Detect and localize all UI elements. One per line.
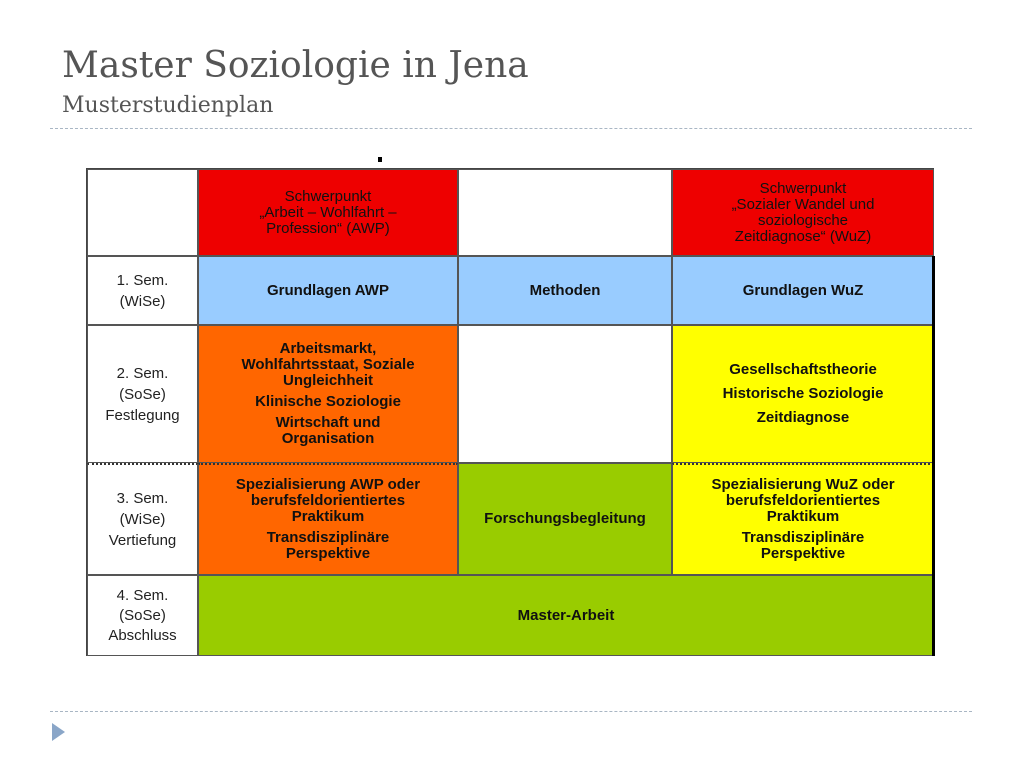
module-line: Wirtschaft und [275, 414, 381, 431]
module-line: Klinische Soziologie [255, 393, 401, 410]
corner-cell [87, 169, 198, 256]
module-line: Praktikum [291, 508, 365, 525]
semester-line: 3. Sem. [116, 490, 169, 507]
awp-specialization: Spezialisierung AWP oder berufsfeldorien… [198, 463, 458, 575]
wuz-modules: Gesellschaftstheorie Historische Soziolo… [672, 325, 934, 463]
module-line: Perspektive [285, 545, 371, 562]
header-wuz-line: „Sozialer Wandel und [731, 195, 875, 213]
header-wuz-line: Schwerpunkt [759, 179, 847, 197]
header-awp-line: „Arbeit – Wohlfahrt – [259, 203, 397, 221]
header-wuz-line: soziologische [757, 211, 849, 229]
semester-4: 4. Sem. (SoSe) Abschluss [87, 575, 198, 656]
slide-subtitle: Musterstudienplan [62, 93, 274, 118]
study-plan-table: Schwerpunkt „Arbeit – Wohlfahrt – Profes… [86, 168, 934, 656]
header-wuz-line: Zeitdiagnose“ (WuZ) [734, 227, 872, 245]
semester-line: (SoSe) [119, 385, 166, 403]
basics-wuz: Grundlagen WuZ [672, 256, 934, 325]
semester-line: Festlegung [105, 406, 180, 424]
top-divider [50, 128, 972, 129]
header-wuz: Schwerpunkt „Sozialer Wandel und soziolo… [672, 169, 934, 256]
semester-3: 3. Sem. (WiSe) Vertiefung [87, 463, 198, 575]
module-line: Organisation [281, 430, 375, 447]
module-line: Arbeitsmarkt, [279, 340, 377, 357]
awp-modules: Arbeitsmarkt, Wohlfahrtsstaat, Soziale U… [198, 325, 458, 463]
semester-1: 1. Sem. (WiSe) [87, 256, 198, 325]
stray-dot [378, 157, 382, 162]
header-awp-line: Schwerpunkt [284, 187, 372, 205]
methods: Methoden [458, 256, 672, 325]
module-line: Praktikum [766, 508, 840, 525]
semester-line: 2. Sem. [116, 364, 169, 382]
module-line: Transdisziplinäre [741, 529, 865, 546]
table-right-border [932, 256, 935, 656]
module-line: berufsfeldorientiertes [725, 492, 881, 509]
semester-line: 1. Sem. [116, 271, 169, 289]
header-awp-line: Profession“ (AWP) [266, 219, 390, 237]
module-line: berufsfeldorientiertes [250, 492, 406, 509]
semester-2: 2. Sem. (SoSe) Festlegung [87, 325, 198, 463]
semester-line: (SoSe) [119, 606, 166, 624]
module-line: Zeitdiagnose [756, 409, 850, 426]
semester-line: (WiSe) [119, 511, 166, 528]
header-methods-empty [458, 169, 672, 256]
module-line: Wohlfahrtsstaat, Soziale [241, 356, 415, 373]
module-line: Spezialisierung AWP oder [235, 476, 421, 493]
semester-line: 4. Sem. [116, 586, 169, 604]
semester-line: Vertiefung [108, 532, 177, 549]
slide-title: Master Soziologie in Jena [62, 45, 529, 86]
module-line: Historische Soziologie [722, 385, 884, 402]
master-thesis: Master-Arbeit [198, 575, 934, 656]
semester-line: Abschluss [108, 626, 177, 644]
methods-empty [458, 325, 672, 463]
module-line: Gesellschaftstheorie [729, 361, 877, 378]
bottom-divider [50, 711, 972, 712]
research-support: Forschungsbegleitung [458, 463, 672, 575]
header-awp: Schwerpunkt „Arbeit – Wohlfahrt – Profes… [198, 169, 458, 256]
triangle-right-icon[interactable] [52, 723, 65, 741]
module-line: Perspektive [760, 545, 846, 562]
module-line: Ungleichheit [282, 372, 373, 389]
wuz-specialization: Spezialisierung WuZ oder berufsfeldorien… [672, 463, 934, 575]
module-line: Spezialisierung WuZ oder [711, 476, 895, 493]
module-line: Transdisziplinäre [266, 529, 390, 546]
semester-line: (WiSe) [119, 292, 166, 310]
basics-awp: Grundlagen AWP [198, 256, 458, 325]
